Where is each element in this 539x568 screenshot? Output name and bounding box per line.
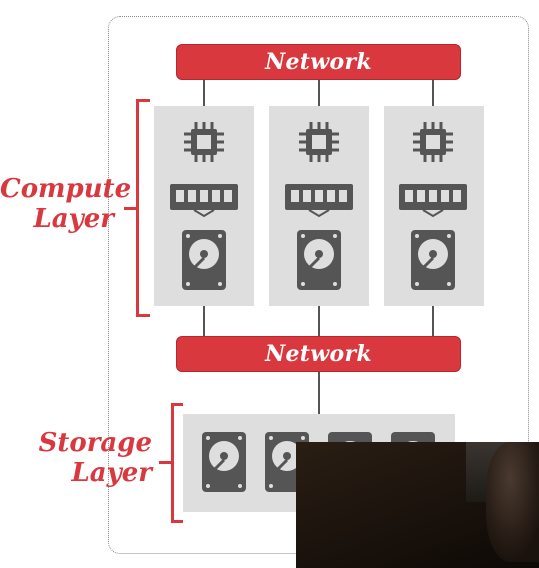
network-middle-bar: Network [176, 336, 461, 372]
memory-icon [285, 184, 353, 218]
hard-drive-icon [411, 230, 455, 290]
hard-drive-icon [182, 230, 226, 290]
cpu-icon [413, 122, 453, 162]
network-top-bar: Network [176, 44, 461, 80]
compute-layer-bracket-tick [124, 207, 138, 210]
hard-drive-icon [202, 432, 246, 492]
cpu-icon [299, 122, 339, 162]
compute-layer-bracket [136, 99, 150, 317]
connector-line [432, 300, 434, 338]
memory-icon [170, 184, 238, 218]
connector-line [318, 372, 320, 416]
presenter-silhouette [486, 442, 539, 562]
connector-line [203, 300, 205, 338]
memory-icon [399, 184, 467, 218]
storage-layer-label: Storage Layer [30, 428, 152, 488]
compute-layer-label: Compute Layer [0, 174, 132, 234]
compute-layer-label-line2: Layer [33, 204, 114, 234]
presenter-webcam-overlay [296, 442, 539, 568]
connector-line [318, 300, 320, 338]
storage-layer-label-line2: Layer [71, 458, 152, 488]
storage-layer-bracket-tick [159, 461, 173, 464]
storage-layer-label-line1: Storage [38, 428, 152, 458]
connector-line [203, 80, 205, 110]
connector-line [432, 80, 434, 110]
cpu-icon [184, 122, 224, 162]
hard-drive-icon [297, 230, 341, 290]
connector-line [318, 80, 320, 110]
compute-layer-label-line1: Compute [0, 174, 132, 204]
